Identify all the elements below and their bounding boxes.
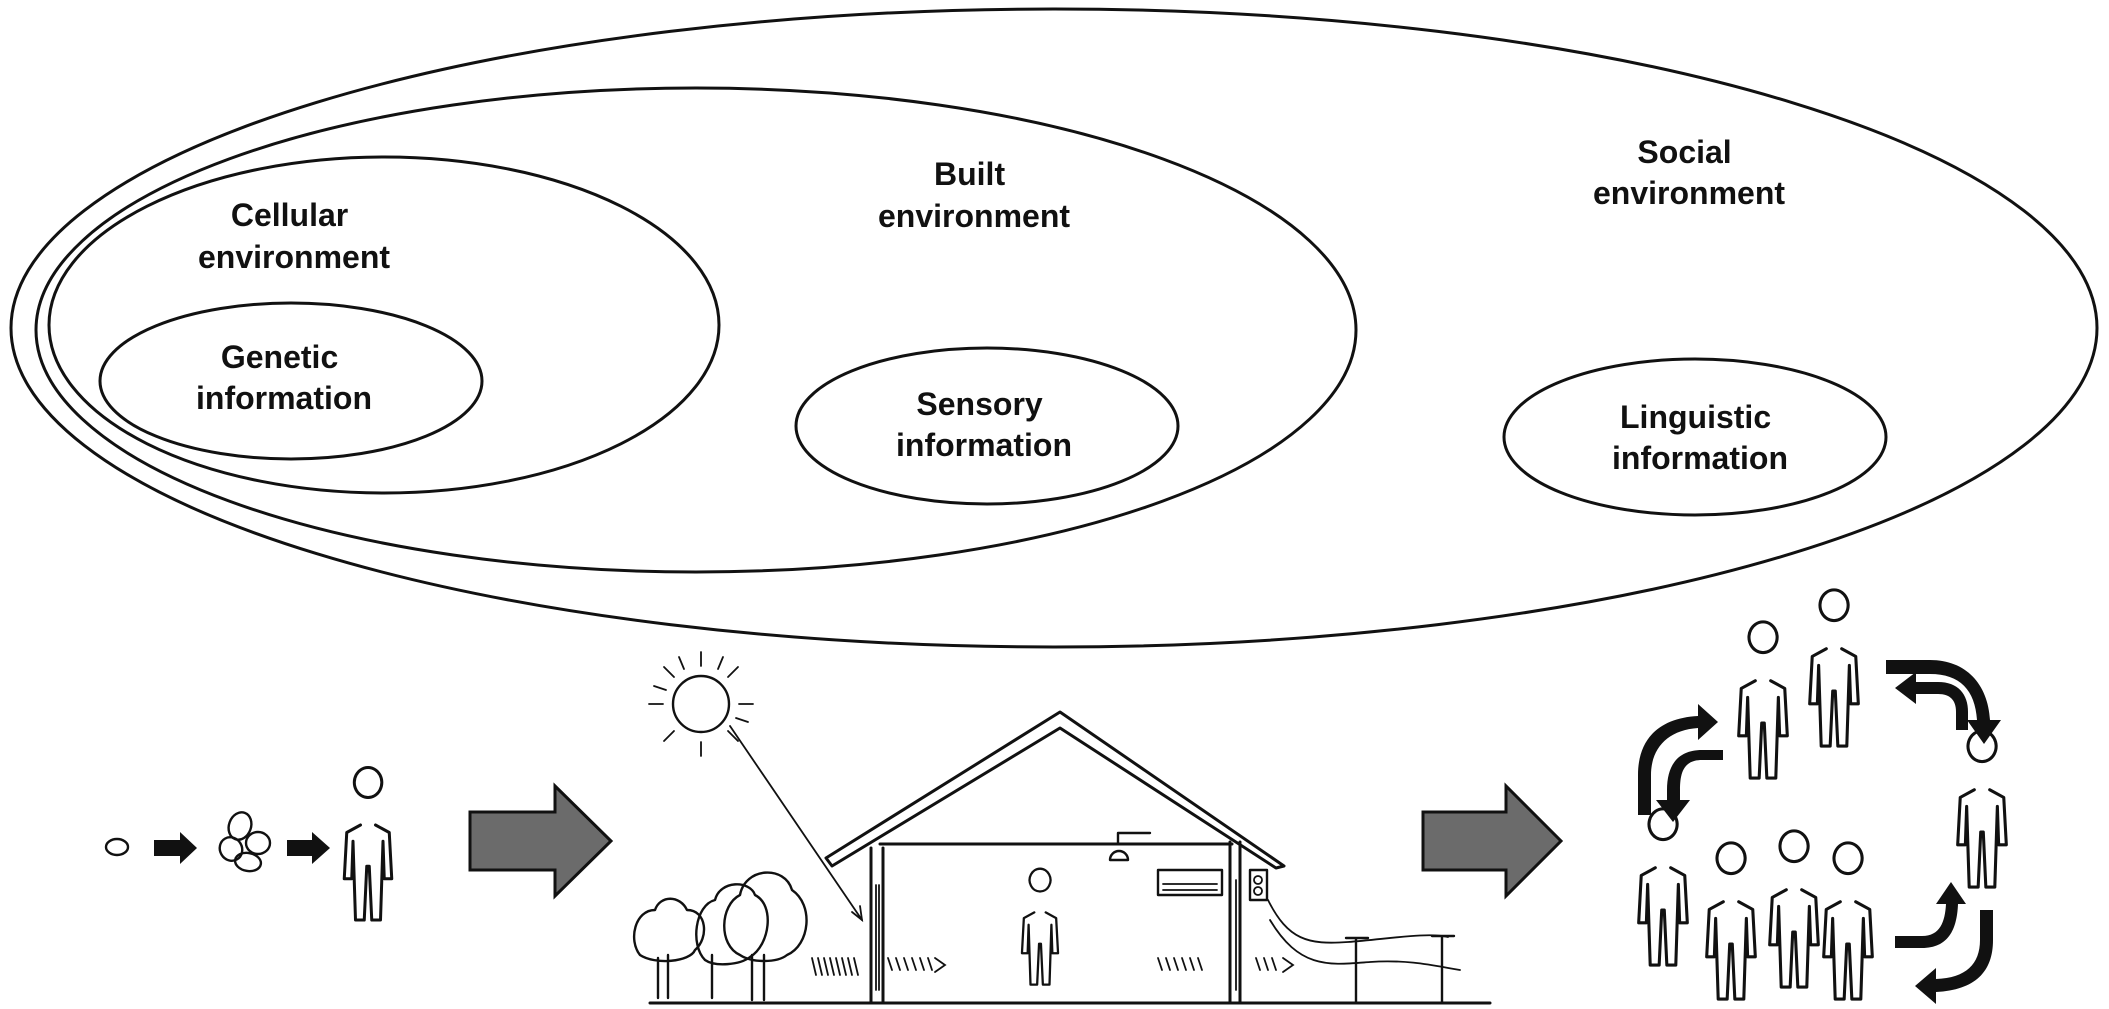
cellular-environment-label: Cellular environment <box>198 197 390 275</box>
sensory-information-ellipse <box>794 346 1180 506</box>
trees-icon <box>632 871 808 1002</box>
built-environment-label: Built environment <box>878 156 1070 234</box>
linguistic-information-ellipse <box>1502 357 1888 517</box>
house-icon <box>648 710 1492 1005</box>
linguistic-information-label: Linguistic information <box>1612 399 1788 476</box>
cycle-arrows-icon <box>1638 660 2001 1004</box>
people-circle-icon <box>1637 588 2008 1001</box>
big-arrow-icon <box>1421 782 1564 900</box>
cellular-environment-ellipse <box>47 155 721 495</box>
small-arrow-icon <box>287 832 330 864</box>
genetic-information-label: Genetic information <box>196 339 372 416</box>
built-environment-ellipse <box>34 86 1358 574</box>
sun-icon <box>648 651 864 923</box>
small-arrow-icon <box>154 832 197 864</box>
genetic-information-ellipse <box>98 301 484 461</box>
power-line-icon <box>1267 899 1461 1004</box>
sensory-information-label: Sensory information <box>896 386 1072 463</box>
big-arrow-icon <box>468 782 614 900</box>
egg-cell-icon <box>104 837 130 857</box>
person-icon <box>342 766 394 922</box>
cell-cluster-icon <box>218 811 272 873</box>
social-environment-ellipse <box>9 7 2099 649</box>
social-environment-label: Social environment <box>1593 134 1785 211</box>
